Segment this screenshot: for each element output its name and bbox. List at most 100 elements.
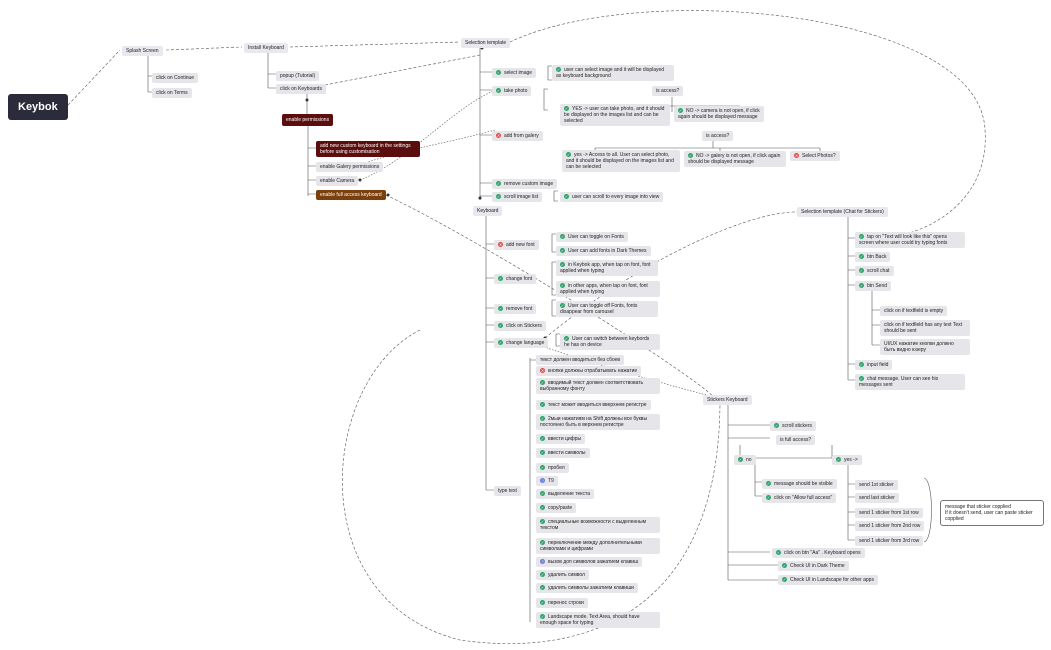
type-item[interactable]: ?T9: [536, 476, 558, 486]
type-item[interactable]: ✓удалить символ: [536, 570, 589, 580]
check-icon: ✓: [496, 70, 501, 76]
btn-back-node[interactable]: ✓btn Back: [855, 252, 891, 262]
popup-tutorial-node[interactable]: popup (Tutorial): [276, 71, 320, 81]
send-sticker-item[interactable]: send 1 sticker from 1st row: [855, 508, 923, 518]
label: текст должен вводиться без сбоев: [540, 357, 621, 363]
is-access-node[interactable]: is access?: [652, 86, 684, 96]
type-item[interactable]: ✓ввести цифры: [536, 434, 586, 444]
check-icon: ✓: [564, 336, 569, 342]
check-icon: ✓: [496, 181, 501, 187]
photo-no-node[interactable]: ✓NO -> camera is not open, if click agai…: [674, 106, 764, 122]
scroll-stickers-node[interactable]: ✓scroll stickers: [770, 421, 817, 431]
sticker-copied-note: message that sticker copplied If it does…: [940, 500, 1044, 526]
root-node[interactable]: Keybok: [8, 94, 68, 120]
type-item[interactable]: ✓текст может вводиться вверхнем регистре: [536, 400, 651, 410]
type-item[interactable]: ✓пробел: [536, 463, 569, 473]
label: tap on "Text will look like this" opens …: [859, 234, 948, 246]
type-text-node[interactable]: type text: [494, 486, 521, 496]
type-item[interactable]: ✓вводимый текст должен соответствовать в…: [536, 378, 660, 394]
click-keyboards-node[interactable]: click on Keyboards: [276, 84, 326, 94]
add-font-node[interactable]: ✕add new font: [494, 240, 539, 250]
click-aa-node[interactable]: ✓click on btn "Aa" . Keyboard opens: [772, 548, 865, 558]
input-field-node[interactable]: ✓input field: [855, 360, 893, 370]
type-item[interactable]: ✓2мыи нажатиям на Shift должны все буквы…: [536, 414, 660, 430]
allow-full-access-node[interactable]: ✓click on "Allow full access": [762, 493, 837, 503]
tap-text-node[interactable]: ✓tap on "Text will look like this" opens…: [855, 232, 965, 248]
stickers-keyboard-node[interactable]: Stickers Keyboard: [703, 395, 752, 405]
continue-node[interactable]: click on Continue: [152, 73, 199, 83]
no-branch-node[interactable]: ✓no: [734, 455, 756, 465]
chat-message-node[interactable]: ✓chat message. User can see his messages…: [855, 374, 965, 390]
type-item[interactable]: ✓выделение текста: [536, 489, 594, 499]
send-sticker-item[interactable]: send last sticker: [855, 493, 899, 503]
install-keyboard-node[interactable]: Install Keyboard: [244, 43, 288, 53]
yes-branch-node[interactable]: ✓yes ->: [832, 455, 862, 465]
message-visible-node: ✓message should be visible: [762, 479, 837, 489]
scroll-chat-node[interactable]: ✓scroll chat: [855, 266, 894, 276]
type-item[interactable]: ✓удалить символы зажатием клавиши: [536, 583, 638, 593]
type-item[interactable]: ✓Landscape mode. Text Area, should have …: [536, 612, 660, 628]
remove-font-node[interactable]: ✓remove font: [494, 304, 537, 314]
select-photos-node[interactable]: ✕Select Photos?: [790, 151, 840, 161]
remove-custom-node[interactable]: ✓remove custom image: [492, 179, 558, 189]
check-icon: ✓: [859, 376, 864, 382]
send-sticker-item[interactable]: send 1 sticker from 3rd row: [855, 536, 924, 546]
gallery-yes-node[interactable]: ✓yes -> Access to all. User can select p…: [562, 150, 680, 172]
label: user can scroll to every image into view: [572, 194, 660, 200]
click-stickers-node[interactable]: ✓click on Stickers: [494, 321, 546, 331]
type-item[interactable]: ✓copy/paste: [536, 503, 577, 513]
label: yes ->: [844, 457, 858, 463]
terms-node[interactable]: click on Terms: [152, 88, 192, 98]
gallery-no-node[interactable]: ✓NO -> galery is not open, if click agai…: [684, 151, 786, 167]
scroll-list-node[interactable]: ✓scroll image list: [492, 192, 543, 202]
change-font-note-1: ✓in Keybok app, when tap on font, font a…: [556, 260, 658, 276]
label: NO -> camera is not open, if click again…: [678, 108, 760, 120]
label: перенос строки: [548, 600, 584, 606]
type-item[interactable]: ✕кнопки должны отрабатывать нажатие: [536, 366, 642, 376]
photo-yes-node[interactable]: ✓YES -> user can take photo, and it shou…: [560, 104, 670, 126]
take-photo-node[interactable]: ✓take photo: [492, 86, 532, 96]
landscape-node[interactable]: ✓Check UI in Landscape for other apps: [778, 575, 878, 585]
check-icon: ✓: [859, 362, 864, 368]
type-item[interactable]: ?вызов доп символов зажатием клавиш: [536, 557, 643, 567]
enable-permissions-node[interactable]: enable permissions: [282, 114, 334, 126]
label: scroll stickers: [782, 423, 813, 429]
select-image-node[interactable]: ✓select image: [492, 68, 537, 78]
is-full-access-node[interactable]: is full access?: [776, 435, 816, 445]
add-custom-keyboard-node[interactable]: add new custom keyboard in the settings …: [316, 141, 420, 157]
change-font-node[interactable]: ✓change font: [494, 274, 537, 284]
label: change language: [506, 340, 545, 346]
type-item[interactable]: текст должен вводиться без сбоев: [536, 355, 625, 365]
check-icon: ✓: [540, 540, 545, 546]
label: 2мыи нажатиям на Shift должны все буквы …: [540, 416, 648, 428]
gallery-permissions-node[interactable]: enable Galery permissions: [316, 162, 384, 172]
type-item[interactable]: ✓перенос строки: [536, 598, 588, 608]
label: click on Stickers: [506, 323, 542, 329]
splash-screen-node[interactable]: Splash Screen: [122, 46, 163, 56]
label: scroll chat: [867, 268, 890, 274]
label: ввести символы: [548, 450, 586, 456]
check-icon: ✓: [496, 88, 501, 94]
enable-camera-node[interactable]: enable Camera: [316, 176, 359, 186]
send-empty-node: click on if textfield is empty: [880, 306, 948, 316]
label: remove font: [506, 306, 533, 312]
check-icon: ✓: [766, 481, 771, 487]
dark-theme-node[interactable]: ✓Check UI in Dark Theme: [778, 561, 849, 571]
chat-template-node[interactable]: Selection template (Chat for Stickers): [797, 207, 888, 217]
selection-template-node[interactable]: Selection template: [461, 38, 511, 48]
type-item[interactable]: ✓специальные возможности с выделенным те…: [536, 517, 660, 533]
keyboard-node[interactable]: Keyboard: [473, 206, 503, 216]
btn-send-node[interactable]: ✓btn Send: [855, 281, 892, 291]
add-gallery-node[interactable]: ✕add from galery: [492, 131, 543, 141]
check-icon: ✓: [540, 416, 545, 422]
type-item[interactable]: ✓переключение между дополнительными симв…: [536, 538, 660, 554]
is-access2-node[interactable]: is access?: [702, 131, 734, 141]
full-access-node[interactable]: enable full access keyboard: [316, 190, 386, 200]
send-sticker-item[interactable]: send 1 sticker from 2nd row: [855, 521, 925, 531]
change-language-node[interactable]: ✓change language: [494, 338, 549, 348]
check-icon: ✓: [566, 152, 571, 158]
send-sticker-item[interactable]: send 1st sticker: [855, 480, 898, 490]
note-text: message that sticker copplied If it does…: [945, 504, 1033, 522]
type-item[interactable]: ✓ввести символы: [536, 448, 590, 458]
check-icon: ✓: [498, 323, 503, 329]
